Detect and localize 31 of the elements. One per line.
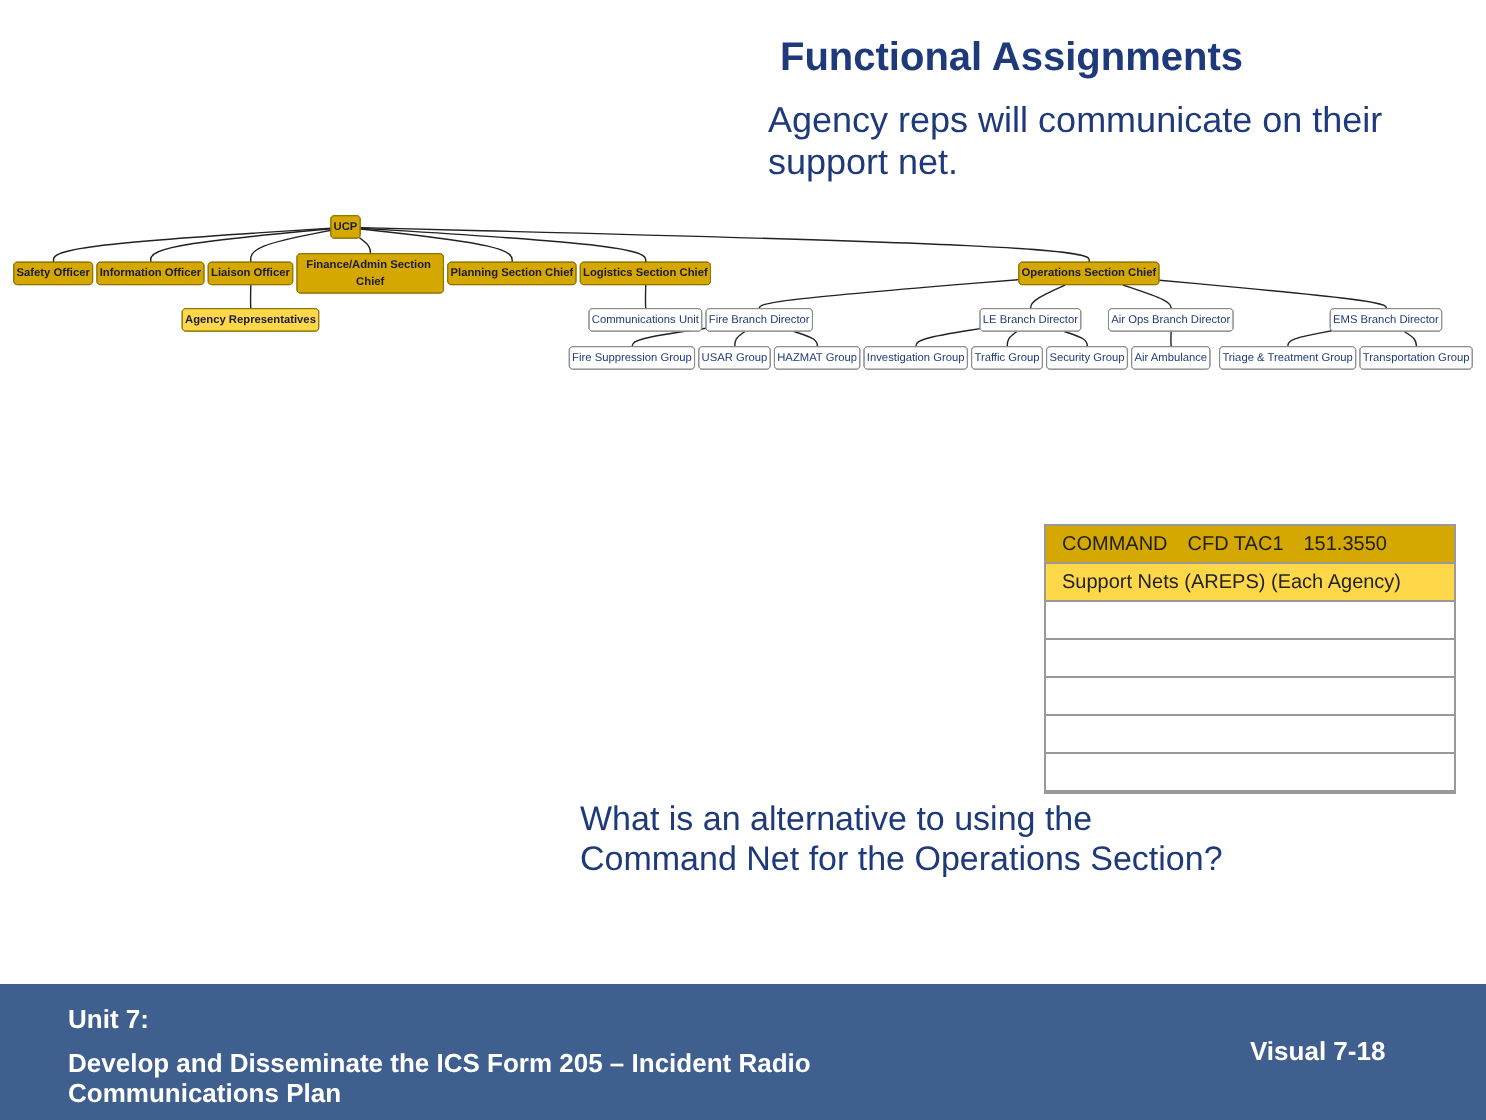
- note-text: Agency reps will communicate on their support net.: [768, 100, 1385, 184]
- connector: [793, 330, 819, 348]
- table-cell-text: 151.3550: [1303, 533, 1387, 555]
- connector: [1170, 330, 1172, 348]
- connector: [1158, 279, 1387, 310]
- connector: [359, 227, 647, 264]
- connector: [249, 284, 252, 310]
- connector: [1063, 330, 1089, 348]
- connector: [358, 236, 372, 255]
- connector: [915, 327, 982, 348]
- connector: [1006, 330, 1018, 348]
- connector: [150, 228, 332, 264]
- table-cell-text: Support Nets (AREPS) (Each Agency): [1062, 571, 1402, 593]
- connector: [1122, 284, 1172, 310]
- connector: [359, 228, 513, 264]
- connector: [1403, 330, 1418, 348]
- connector: [1287, 330, 1333, 348]
- connector: [250, 229, 332, 264]
- connector: [359, 226, 1090, 264]
- visual-number: Visual 7-18: [1250, 1036, 1386, 1066]
- connector: [1030, 284, 1066, 310]
- question-text: What is an alternative to using the Command Net for the Operations Section?: [580, 800, 1225, 880]
- connector: [52, 227, 332, 264]
- connector: [734, 330, 746, 348]
- table-cell-text: COMMAND: [1062, 533, 1168, 555]
- connector: [758, 278, 1020, 310]
- table-cell-text: CFD TAC1: [1187, 533, 1284, 555]
- slide-title: Functional Assignments: [780, 36, 1244, 82]
- unit-title: Develop and Disseminate the ICS Form 205 – Incident Radio Communications Plan: [68, 1048, 813, 1108]
- unit-label: Unit 7:: [68, 1004, 149, 1034]
- connector: [644, 284, 647, 310]
